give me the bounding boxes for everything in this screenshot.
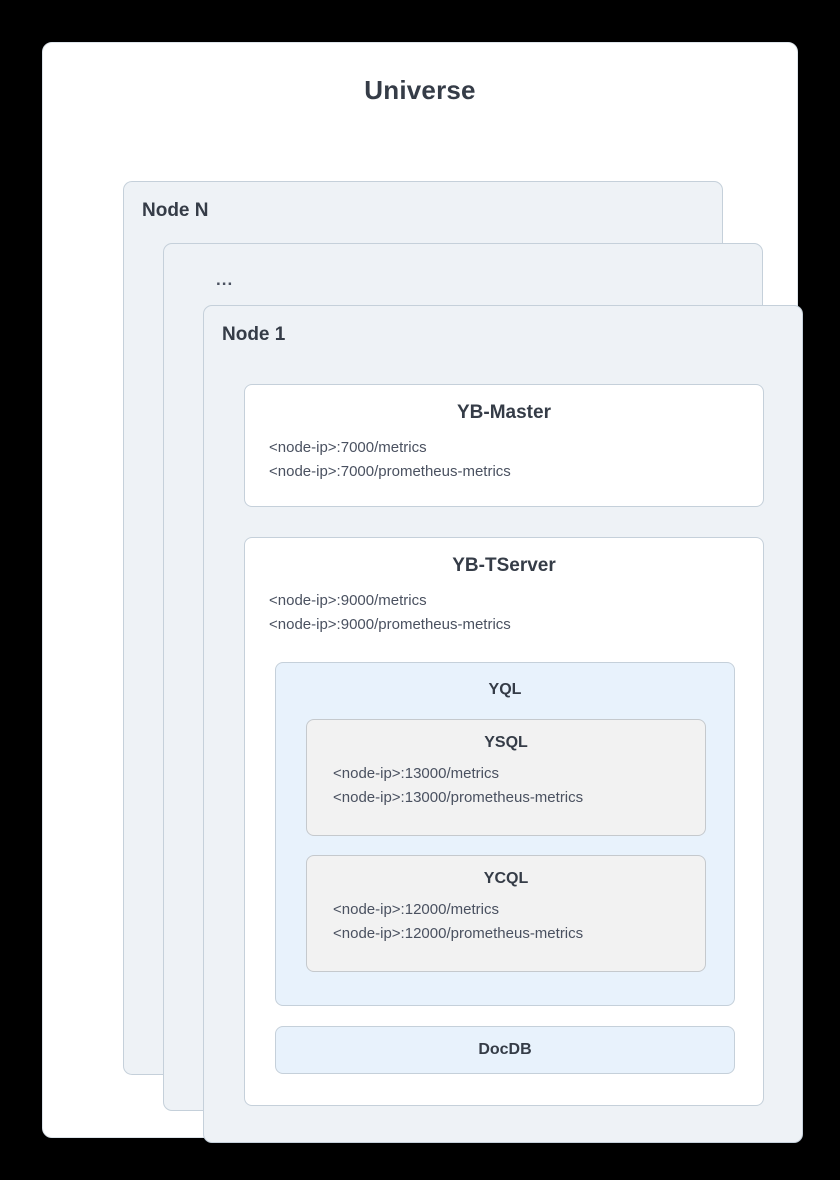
yb-tserver-endpoint-prometheus-metrics: <node-ip>:9000/prometheus-metrics <box>269 616 511 633</box>
yb-master-title: YB-Master <box>457 402 551 423</box>
yb-master-box: YB-Master <node-ip>:7000/metrics <node-i… <box>244 384 764 507</box>
docdb-box: DocDB <box>275 1026 735 1074</box>
ysql-endpoint-metrics: <node-ip>:13000/metrics <box>333 765 499 782</box>
node-card-label-node-n: Node N <box>142 200 209 221</box>
ycql-title: YCQL <box>483 870 529 887</box>
yb-master-endpoints: <node-ip>:7000/metrics <node-ip>:7000/pr… <box>245 436 763 484</box>
yb-master-endpoint-prometheus-metrics: <node-ip>:7000/prometheus-metrics <box>269 463 511 480</box>
ycql-endpoint-metrics: <node-ip>:12000/metrics <box>333 901 499 918</box>
node-card-label-node-1: Node 1 <box>222 324 286 345</box>
yb-tserver-box: YB-TServer <node-ip>:9000/metrics <node-… <box>244 537 764 1106</box>
yql-title: YQL <box>488 681 522 698</box>
ycql-endpoint-prometheus-metrics: <node-ip>:12000/prometheus-metrics <box>333 925 584 942</box>
ysql-title: YSQL <box>484 734 528 751</box>
docdb-title: DocDB <box>478 1041 532 1058</box>
ysql-endpoint-prometheus-metrics: <node-ip>:13000/prometheus-metrics <box>333 789 584 806</box>
yb-master-endpoint-metrics: <node-ip>:7000/metrics <box>269 439 427 456</box>
ysql-endpoints: <node-ip>:13000/metrics <node-ip>:13000/… <box>307 762 705 810</box>
yql-box: YQL YSQL <node-ip>:13000/metrics <node-i… <box>275 662 735 1006</box>
yb-tserver-title: YB-TServer <box>452 555 556 576</box>
ycql-endpoints: <node-ip>:12000/metrics <node-ip>:12000/… <box>307 898 705 946</box>
node-card-label-ellipsis: ... <box>216 270 234 289</box>
universe-title: Universe <box>364 75 476 105</box>
universe-panel: Universe Node N ... Node 1 YB-Master <no… <box>42 42 803 1143</box>
node-card-node-1: Node 1 YB-Master <node-ip>:7000/metrics … <box>203 305 803 1143</box>
yb-tserver-endpoints: <node-ip>:9000/metrics <node-ip>:9000/pr… <box>245 589 763 637</box>
yb-tserver-endpoint-metrics: <node-ip>:9000/metrics <box>269 592 427 609</box>
ycql-box: YCQL <node-ip>:12000/metrics <node-ip>:1… <box>306 855 706 972</box>
ysql-box: YSQL <node-ip>:13000/metrics <node-ip>:1… <box>306 719 706 836</box>
